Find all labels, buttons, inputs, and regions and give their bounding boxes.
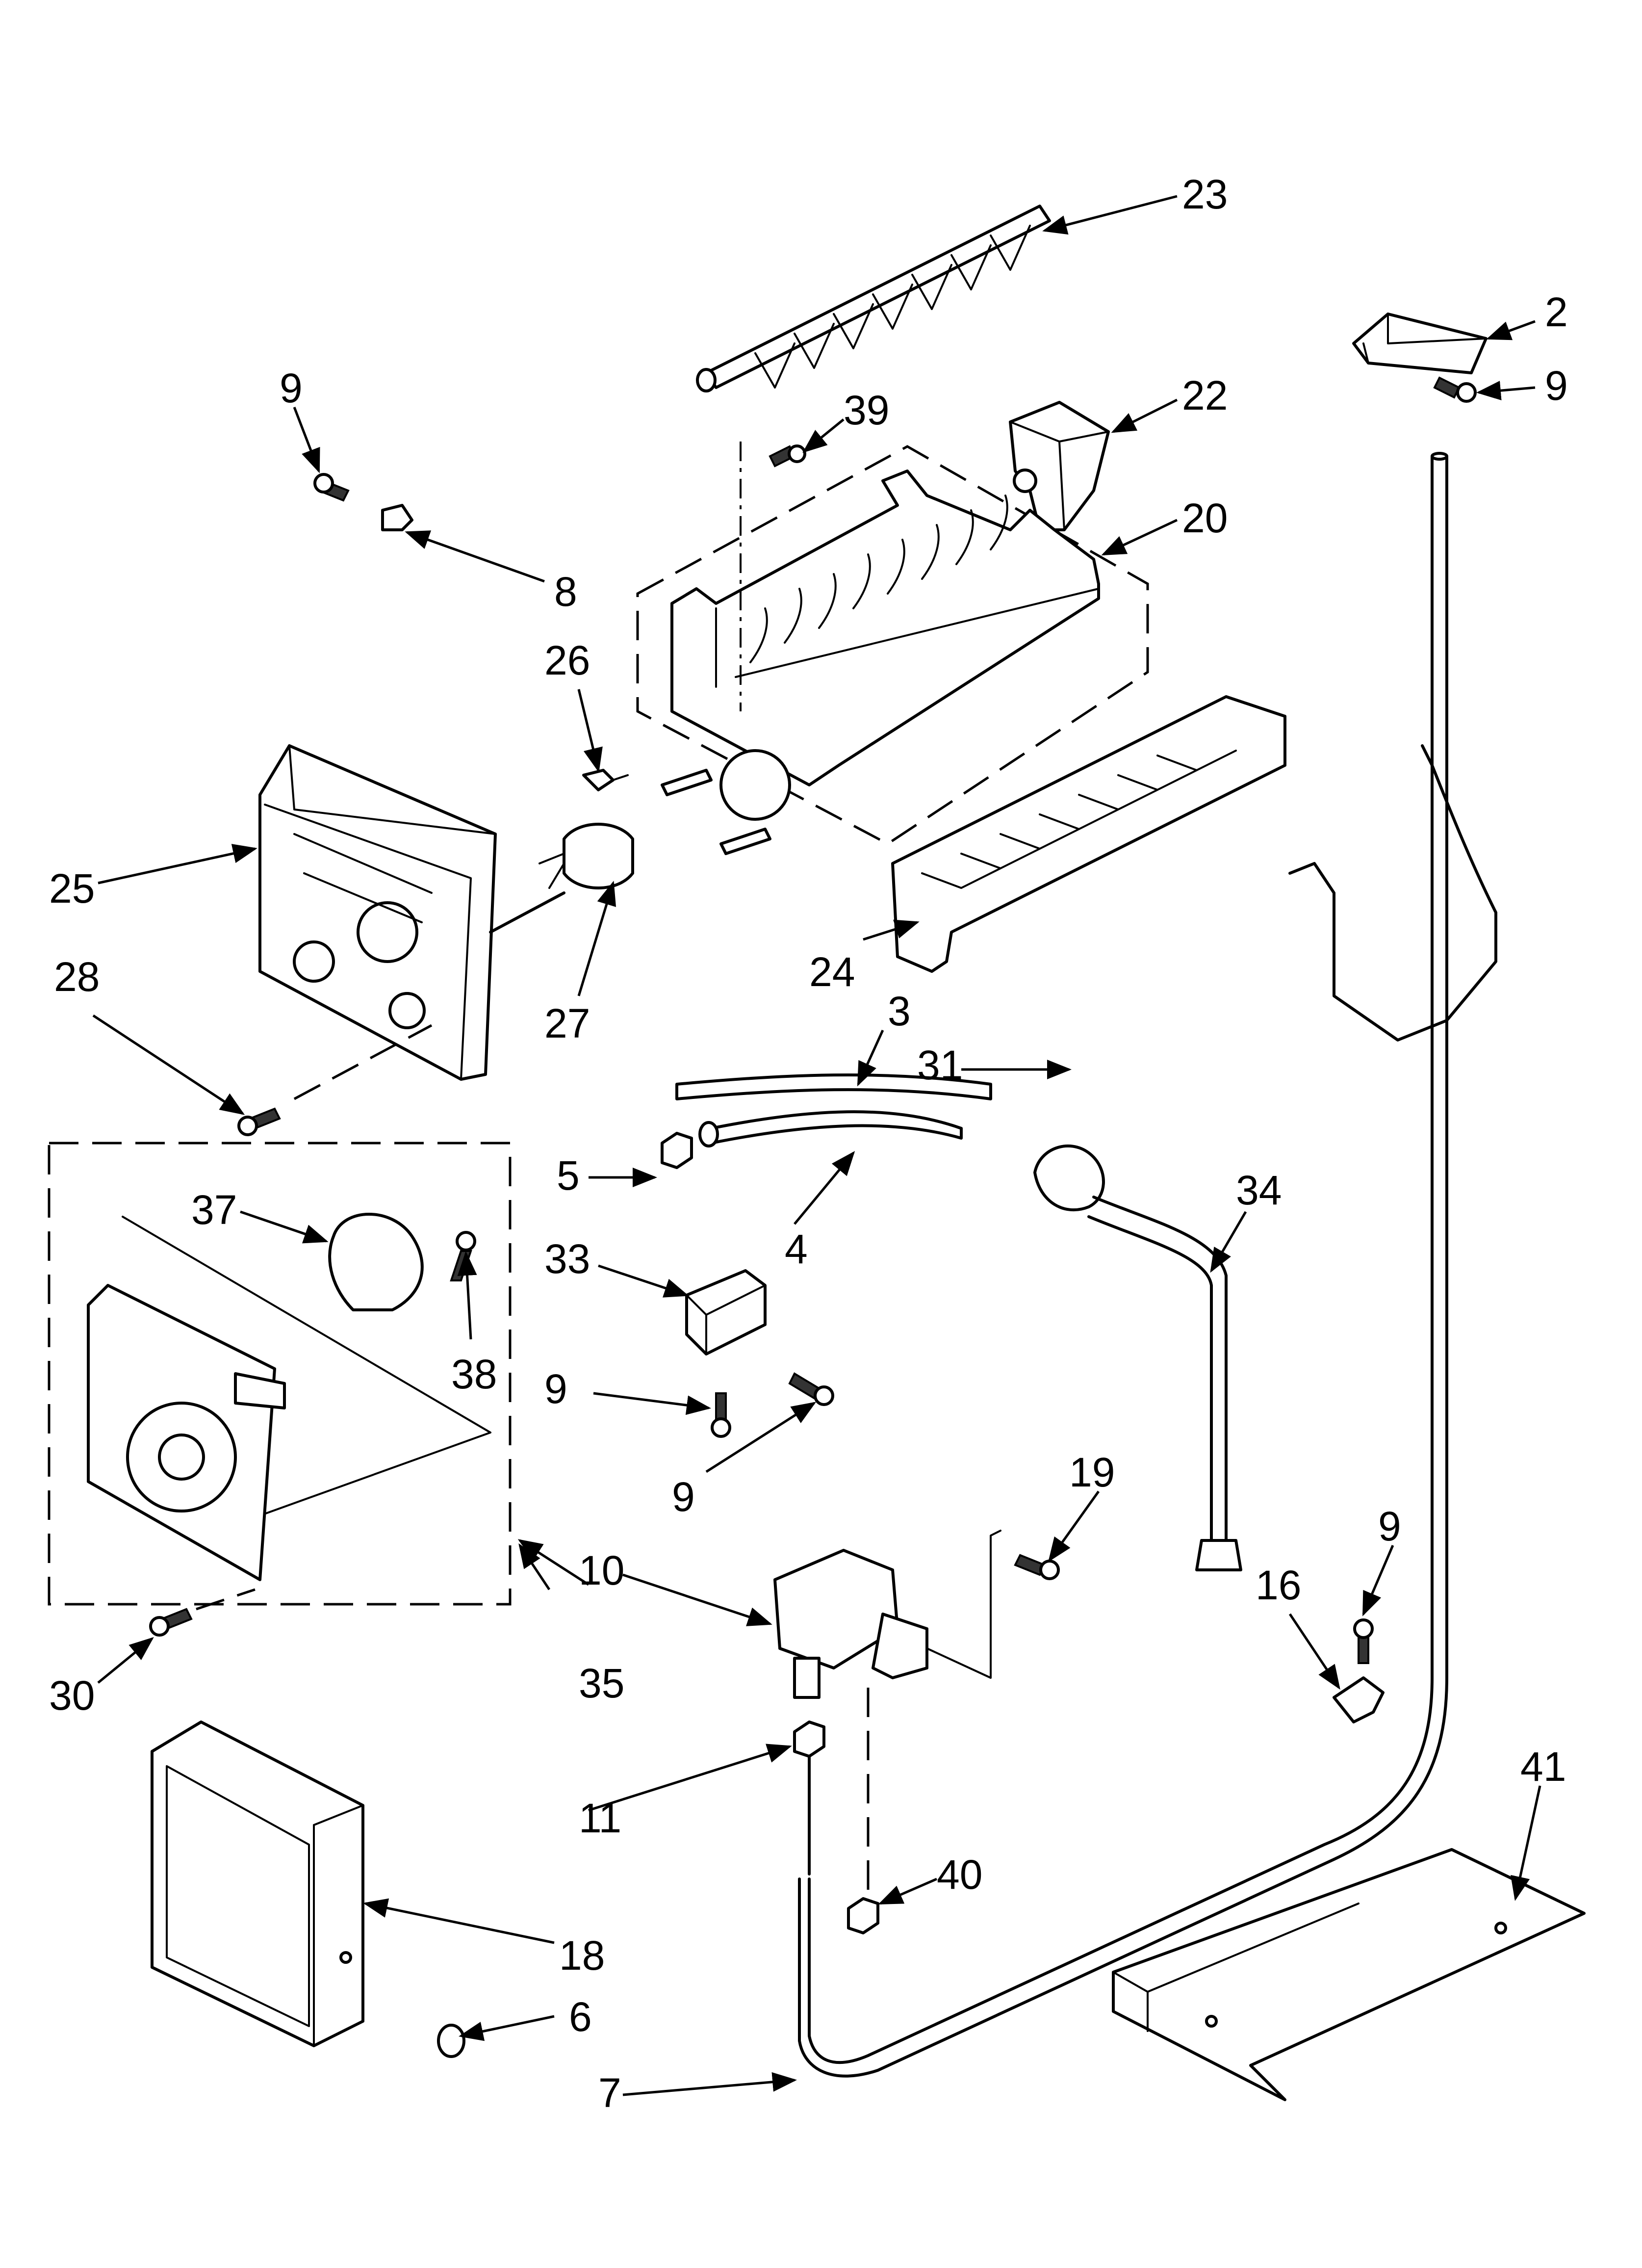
screw-part-9-top-right <box>1433 376 1477 403</box>
module-housing-part-25 <box>258 744 497 1081</box>
screw-part-9-left <box>313 473 350 502</box>
screw-part-38 <box>450 1231 476 1281</box>
callout-19: 19 <box>1069 1449 1115 1495</box>
callout-34: 34 <box>1236 1167 1282 1213</box>
nut-part-5 <box>661 1132 693 1169</box>
module-kit-part-35 <box>48 1142 512 1606</box>
bracket-part-2 <box>1352 313 1488 374</box>
callout-30: 30 <box>49 1672 95 1719</box>
ejector-shaft-part-23 <box>696 205 1051 392</box>
callout-2: 2 <box>1545 289 1568 335</box>
callout-9: 9 <box>1378 1503 1401 1549</box>
nut-part-11 <box>793 1721 825 1876</box>
callout-9: 9 <box>672 1474 695 1520</box>
front-cover-part-18 <box>151 1721 364 2047</box>
callout-24: 24 <box>809 949 855 995</box>
cover-part-22 <box>1009 401 1110 531</box>
callout-20: 20 <box>1182 495 1228 541</box>
ice-mold-part-20 <box>636 445 1149 855</box>
water-tube-part-7 <box>798 452 1448 2078</box>
shutoff-arm-part-31 <box>1288 744 1497 1042</box>
mounting-plate-part-41 <box>1112 1848 1586 2101</box>
callout-9: 9 <box>1545 363 1568 409</box>
callout-25: 25 <box>49 865 95 912</box>
callout-7: 7 <box>598 2070 621 2116</box>
stripper-part-24 <box>891 695 1286 973</box>
callout-8: 8 <box>554 569 577 615</box>
screw-part-30 <box>149 1588 256 1637</box>
tube-part-3 <box>675 1073 992 1100</box>
callout-11: 11 <box>579 1795 621 1841</box>
callout-37: 37 <box>191 1187 237 1233</box>
callout-5: 5 <box>557 1152 580 1199</box>
leader-arrows <box>92 195 1541 2096</box>
screw-part-28 <box>237 1024 433 1136</box>
callout-27: 27 <box>544 1000 590 1046</box>
screw-part-39 <box>740 442 806 711</box>
fill-tube-part-34 <box>1033 1144 1242 1571</box>
callout-10: 10 <box>579 1547 624 1593</box>
callout-18: 18 <box>559 1932 605 1979</box>
callout-4: 4 <box>785 1226 808 1272</box>
callout-26: 26 <box>544 637 590 683</box>
water-valve-part-10 <box>773 1530 1001 1899</box>
bracket-part-33 <box>685 1269 767 1356</box>
nut-part-40 <box>847 1897 879 1934</box>
motor-part-37 <box>328 1213 424 1311</box>
clamp-part-16 <box>1333 1676 1385 1723</box>
callout-22: 22 <box>1182 372 1228 418</box>
screw-part-9-under-33-b <box>788 1372 834 1406</box>
callout-31: 31 <box>917 1042 963 1088</box>
callout-9: 9 <box>280 365 303 411</box>
callout-16: 16 <box>1256 1562 1301 1608</box>
callout-28: 28 <box>54 954 100 1000</box>
screw-part-9-under-33-a <box>711 1392 731 1438</box>
callout-38: 38 <box>451 1351 497 1397</box>
callout-23: 23 <box>1182 171 1228 217</box>
callout-39: 39 <box>844 387 889 433</box>
clip-part-8 <box>381 504 413 531</box>
tube-part-4 <box>698 1110 963 1147</box>
thermostat-part-27 <box>489 823 634 934</box>
callout-41: 41 <box>1520 1744 1566 1790</box>
clip-part-26 <box>582 769 629 791</box>
plug-part-6 <box>437 2024 465 2058</box>
callout-40: 40 <box>937 1851 982 1898</box>
callout-6: 6 <box>569 1994 592 2040</box>
callout-33: 33 <box>544 1236 590 1282</box>
callout-3: 3 <box>888 988 911 1034</box>
screw-part-9-right <box>1353 1618 1374 1664</box>
callout-9: 9 <box>544 1366 567 1412</box>
callout-35: 35 <box>579 1660 624 1706</box>
callout-labels: 23 2 9 22 39 9 20 8 26 25 28 27 24 3 31 … <box>49 171 1568 2116</box>
